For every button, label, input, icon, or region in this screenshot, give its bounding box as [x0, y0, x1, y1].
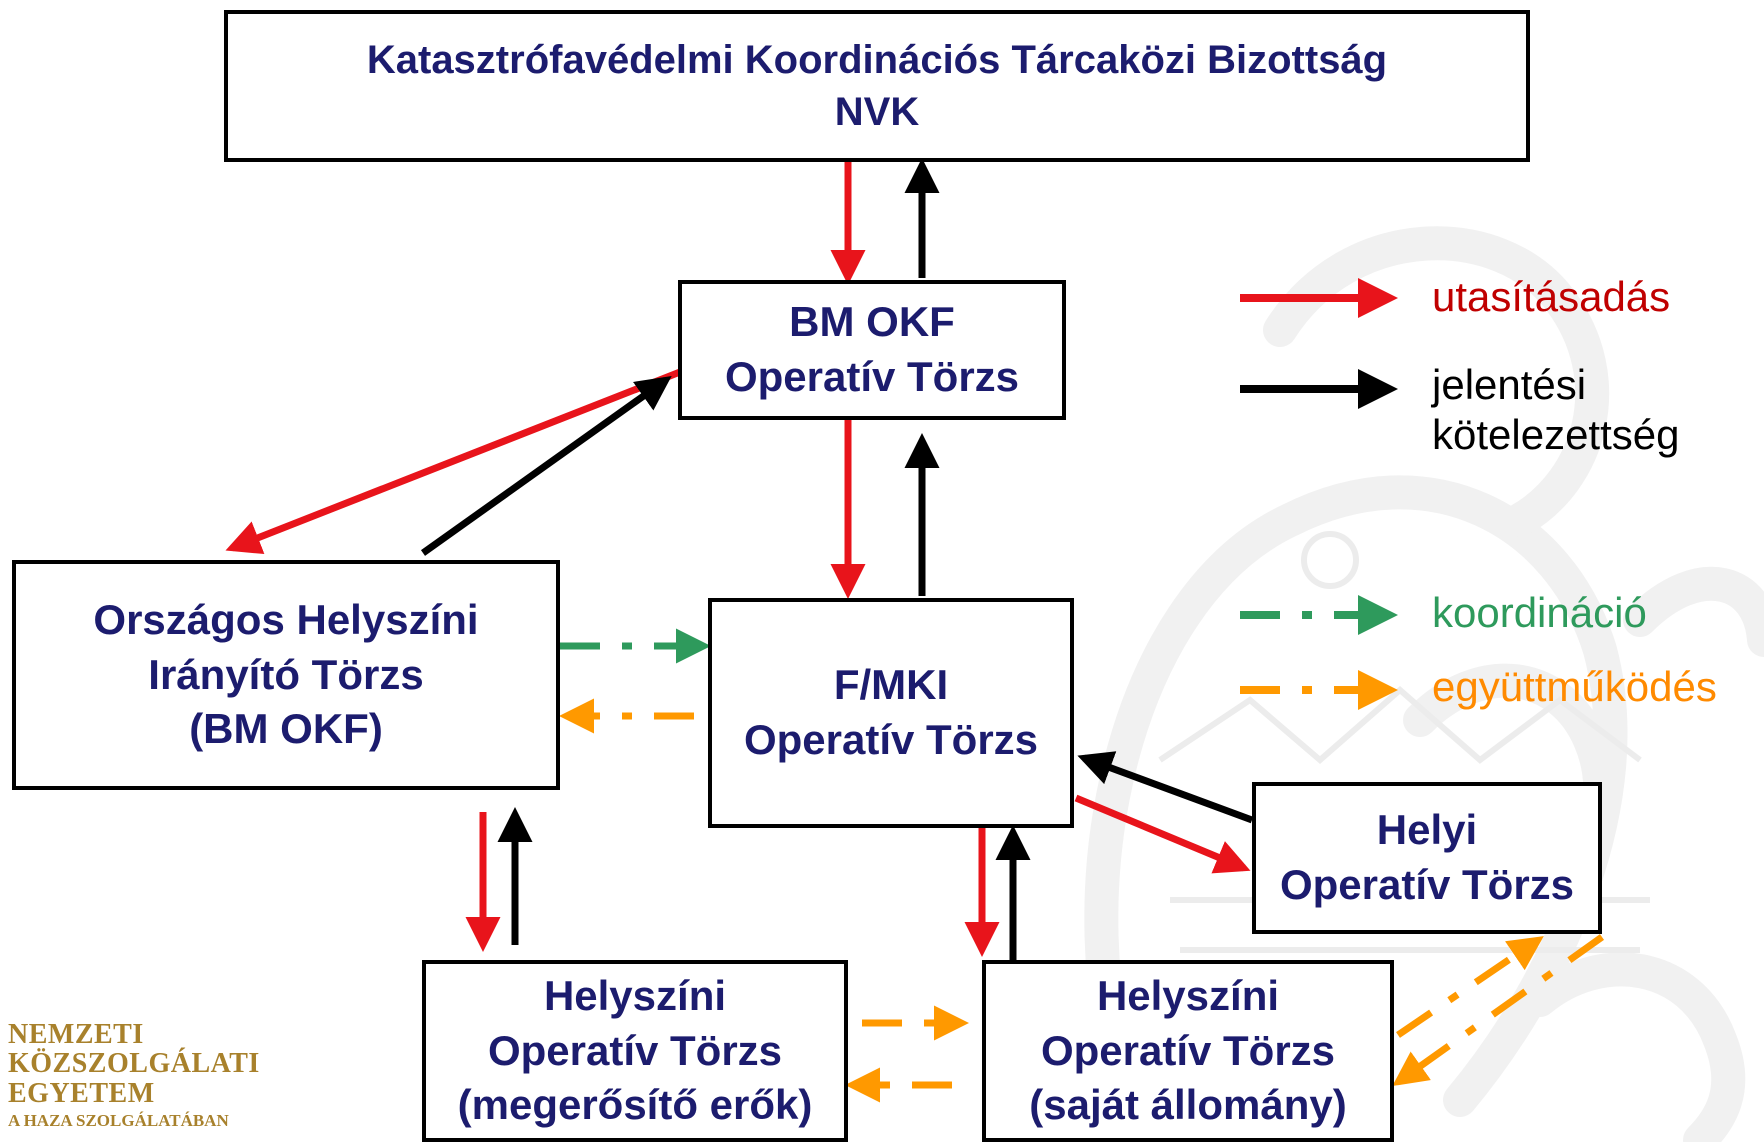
box-sajat-line2: Operatív Törzs	[1040, 1026, 1336, 1074]
box-fmki-operativ-torzs: F/MKI Operatív Törzs	[708, 598, 1074, 828]
arrow-instruction-fmki-to-helyi	[1074, 794, 1251, 874]
box-sajat-line3: (saját állomány)	[1029, 1081, 1347, 1129]
legend-label-report-line1: jelentési	[1432, 361, 1587, 408]
box-orszagos-line1: Országos Helyszíni	[93, 596, 479, 644]
box-megerosito-line3: (megerősítő erők)	[457, 1081, 813, 1129]
box-fmki-line1: F/MKI	[833, 661, 949, 709]
box-helyi-operativ-torzs: Helyi Operatív Törzs	[1252, 782, 1602, 934]
legend-label-instruction: utasításadás	[1432, 273, 1671, 320]
logo-line2: KÖZSZOLGÁLATI	[8, 1048, 260, 1080]
box-bm-okf-line1: BM OKF	[789, 298, 955, 346]
box-kkttb-subtitle: NVK	[834, 90, 920, 134]
legend-label-report: jelentési kötelezettség	[1432, 360, 1680, 461]
box-helyszini-megerosito-erok: Helyszíni Operatív Törzs (megerősítő erő…	[422, 960, 848, 1142]
arrow-cooperation-helyi-to-sajat	[1392, 934, 1605, 1087]
arrow-cooperation-sajat-to-helyi	[1396, 936, 1544, 1038]
box-orszagos-helyszini-iranyito-torzs: Országos Helyszíni Irányító Törzs (BM OK…	[12, 560, 560, 790]
box-fmki-line2: Operatív Törzs	[743, 716, 1039, 763]
box-kkttb-nvk: Katasztrófavédelmi Koordinációs Tárcaköz…	[224, 10, 1530, 162]
box-kkttb-title: Katasztrófavédelmi Koordinációs Tárcaköz…	[366, 38, 1388, 82]
logo-line1: NEMZETI	[8, 1019, 144, 1050]
legend-label-report-line2: kötelezettség	[1432, 411, 1680, 459]
box-helyi-line2: Operatív Törzs	[1279, 861, 1575, 908]
legend-label-coordination: koordináció	[1432, 589, 1647, 636]
box-bm-okf-line2: Operatív Törzs	[724, 353, 1020, 400]
box-orszagos-line3: (BM OKF)	[189, 705, 383, 753]
logo-line4: A HAZA SZOLGÁLATÁBAN	[8, 1111, 229, 1131]
box-helyi-line1: Helyi	[1376, 806, 1478, 854]
box-sajat-line1: Helyszíni	[1096, 972, 1280, 1020]
box-megerosito-line2: Operatív Törzs	[487, 1026, 783, 1074]
box-bm-okf-operativ-torzs: BM OKF Operatív Törzs	[678, 280, 1066, 420]
university-logo: NEMZETI KÖZSZOLGÁLATI EGYETEM A HAZA SZO…	[8, 1020, 260, 1130]
box-helyszini-sajat-allomany: Helyszíni Operatív Törzs (saját állomány…	[982, 960, 1394, 1142]
arrow-instruction-bmokf-to-orszagos	[225, 368, 682, 555]
box-orszagos-line2: Irányító Törzs	[148, 650, 424, 698]
legend-label-cooperation: együttműködés	[1432, 663, 1717, 710]
logo-line3: EGYETEM	[8, 1077, 155, 1109]
arrow-report-orszagos-to-bmokf	[420, 375, 672, 556]
box-megerosito-line1: Helyszíni	[543, 972, 727, 1020]
arrow-report-helyi-to-fmki	[1077, 751, 1254, 824]
